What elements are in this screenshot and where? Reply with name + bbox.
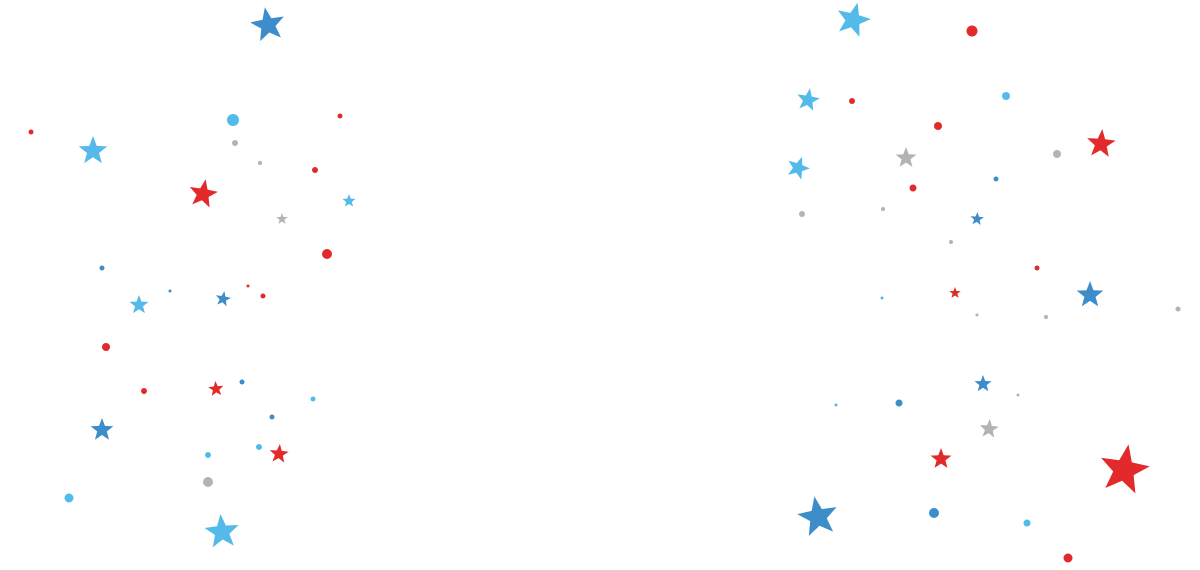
confetti-dot	[337, 113, 343, 119]
confetti-dot	[949, 240, 953, 244]
confetti-dot	[269, 414, 275, 420]
confetti-dot	[975, 313, 979, 317]
confetti-dot	[966, 25, 978, 37]
star-icon	[797, 496, 837, 536]
confetti-dot	[322, 249, 332, 259]
star-icon	[276, 213, 288, 224]
confetti-dot	[849, 98, 855, 104]
confetti-dot	[260, 293, 266, 299]
confetti-dot	[312, 167, 318, 173]
confetti-dot	[934, 122, 942, 130]
star-icon	[269, 444, 289, 463]
star-icon	[78, 136, 108, 164]
confetti-dot	[834, 403, 838, 407]
confetti-dot	[232, 140, 238, 146]
confetti-dot	[246, 284, 250, 288]
confetti-dot	[993, 176, 999, 182]
star-icon	[895, 147, 917, 167]
confetti-dot	[141, 388, 147, 394]
confetti-dot	[205, 452, 211, 458]
star-icon	[204, 514, 239, 548]
star-icon	[797, 88, 820, 111]
star-icon	[970, 212, 984, 225]
confetti-dot	[258, 161, 262, 165]
confetti-dot	[929, 508, 939, 518]
confetti-dot	[1044, 315, 1048, 319]
confetti-dot	[203, 477, 213, 487]
confetti-dot	[227, 114, 239, 126]
star-icon	[189, 179, 218, 208]
star-icon	[1101, 444, 1150, 494]
star-icon	[788, 156, 810, 180]
star-icon	[90, 418, 114, 440]
confetti-dot	[895, 399, 903, 407]
confetti-dot	[1002, 92, 1010, 100]
star-icon	[949, 287, 961, 298]
star-icon	[250, 7, 284, 42]
confetti-dot	[168, 289, 172, 293]
star-icon	[837, 2, 871, 37]
confetti-dot	[909, 184, 917, 192]
star-icon	[1087, 129, 1116, 157]
confetti-dot	[102, 343, 110, 351]
confetti-dot	[880, 296, 884, 300]
star-icon	[974, 375, 992, 392]
star-icon	[129, 295, 149, 314]
confetti-dot	[1053, 150, 1061, 158]
confetti-dot	[1175, 306, 1181, 312]
confetti-dot	[64, 493, 74, 503]
confetti-dot	[1016, 393, 1020, 397]
star-icon	[342, 194, 356, 207]
confetti-dot	[239, 379, 245, 385]
star-icon	[930, 448, 952, 468]
confetti-dot	[881, 207, 885, 211]
confetti-dot	[1023, 519, 1031, 527]
confetti-dot	[1063, 553, 1073, 563]
star-icon	[979, 419, 999, 438]
confetti-dot	[310, 396, 316, 402]
confetti-dot	[256, 444, 262, 450]
star-icon	[1076, 281, 1104, 307]
star-icon	[215, 291, 231, 307]
confetti-dot	[1034, 265, 1040, 271]
confetti-dot	[28, 129, 34, 135]
star-icon	[208, 381, 224, 396]
confetti-dot	[799, 211, 805, 217]
confetti-dot	[99, 265, 105, 271]
